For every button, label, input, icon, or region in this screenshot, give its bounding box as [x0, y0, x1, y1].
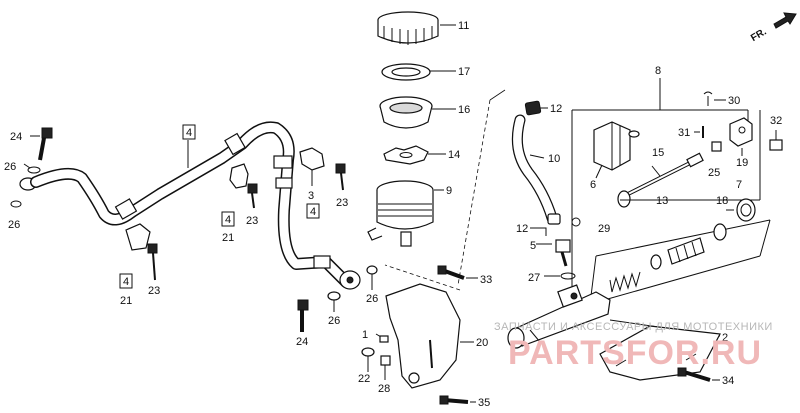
reservoir-diaphragm	[379, 96, 433, 129]
boxed-ref-4-clip-lower: 4	[119, 273, 133, 289]
callout-33: 33	[480, 274, 492, 286]
callout-9: 9	[446, 185, 452, 197]
hose-clip-21-upper	[229, 163, 249, 189]
callout-18: 18	[716, 195, 728, 207]
reservoir-float	[383, 145, 429, 165]
callout-35: 35	[478, 397, 490, 409]
callout-24-lower: 24	[296, 336, 308, 348]
callout-17: 17	[458, 66, 470, 78]
callout-7: 7	[736, 179, 742, 191]
callout-10: 10	[548, 153, 560, 165]
reservoir-cap	[377, 11, 439, 45]
callout-32: 32	[770, 115, 782, 127]
reservoir-cover	[385, 283, 461, 389]
callout-19: 19	[736, 157, 748, 169]
callout-22: 22	[358, 373, 370, 385]
callout-14: 14	[448, 149, 460, 161]
snap-ring-7	[736, 198, 756, 222]
svg-text:4: 4	[186, 127, 192, 139]
hose-clip-21-lower	[125, 223, 151, 251]
bolt-23-right	[335, 163, 346, 191]
piston-seal	[650, 254, 662, 270]
callout-13: 13	[656, 195, 668, 207]
callout-23-upper: 23	[246, 215, 258, 227]
callout-27: 27	[528, 272, 540, 284]
front-arrow-icon	[773, 12, 797, 29]
washer-26-right	[366, 265, 378, 290]
callout-26-mid: 26	[328, 315, 340, 327]
piston	[667, 237, 705, 265]
svg-text:4: 4	[310, 206, 316, 218]
callout-25: 25	[708, 167, 720, 179]
push-rod	[617, 152, 704, 208]
callout-12-upper: 12	[550, 103, 562, 115]
brake-hose	[30, 121, 361, 290]
callout-16: 16	[458, 104, 470, 116]
callout-6: 6	[590, 179, 596, 191]
bolt-24-upper	[38, 127, 53, 161]
callout-26-right: 26	[366, 293, 378, 305]
callout-30: 30	[728, 95, 740, 107]
front-direction-label: FR.	[749, 26, 769, 44]
bolt-23-lower	[147, 243, 158, 281]
callout-23-lower: 23	[148, 285, 160, 297]
union-bolt-5	[555, 217, 581, 267]
callout-26-upper: 26	[4, 161, 16, 173]
master-cylinder	[507, 284, 611, 349]
watermark-brand: PARTSFOR.RU	[508, 334, 762, 372]
washer-26-lower	[10, 200, 22, 208]
callout-8: 8	[655, 65, 661, 77]
callout-15: 15	[652, 147, 664, 159]
joint-clevis	[729, 117, 753, 147]
callout-29: 29	[598, 223, 610, 235]
callout-34: 34	[722, 375, 734, 387]
callout-2: 2	[722, 332, 728, 344]
callout-24-upper: 24	[10, 131, 22, 143]
collar-1	[375, 333, 389, 343]
callout-1: 1	[362, 329, 368, 341]
callout-21-upper: 21	[222, 232, 234, 244]
bolt-33	[437, 265, 465, 280]
washer-27	[560, 272, 576, 280]
nut-28	[380, 355, 391, 380]
washer-26-mid	[327, 291, 341, 312]
washer-26-upper	[27, 166, 41, 174]
boxed-ref-4-clip-upper: 4	[221, 211, 235, 227]
bolt-34	[677, 367, 711, 382]
piston-spring	[609, 271, 641, 293]
callout-3: 3	[308, 190, 314, 202]
callout-26-lower: 26	[8, 219, 20, 231]
callout-20: 20	[476, 337, 488, 349]
callout-21-lower: 21	[120, 295, 132, 307]
callout-12-lower: 12	[516, 223, 528, 235]
callout-28: 28	[378, 383, 390, 395]
boxed-ref-4-guide: 4	[306, 203, 320, 219]
nut-32	[769, 130, 783, 151]
callout-11: 11	[458, 20, 469, 32]
pushrod-boot	[593, 121, 640, 171]
callout-31: 31	[678, 127, 690, 139]
front-direction-arrow: FR.	[749, 12, 797, 44]
grommet-22	[361, 347, 375, 372]
callout-23-right: 23	[336, 197, 348, 209]
clevis-pin	[703, 91, 713, 106]
svg-text:4: 4	[225, 214, 231, 226]
cup-18	[713, 223, 727, 241]
reservoir-body	[367, 180, 434, 247]
bolt-23-upper	[247, 183, 258, 209]
reservoir-plate	[381, 63, 431, 81]
hose-guide-3	[299, 147, 325, 171]
mounting-plate	[599, 325, 721, 381]
watermark-caption: ЗАПЧАСТИ И АКСЕССУАРЫ ДЛЯ МОТОТЕХНИКИ	[494, 321, 773, 333]
bolt-24-lower	[297, 299, 309, 332]
bolt-35	[439, 395, 469, 405]
svg-text:4: 4	[123, 276, 129, 288]
nut-25	[711, 141, 722, 152]
boxed-ref-4-hose: 4	[182, 124, 196, 140]
callout-5: 5	[530, 240, 536, 252]
reservoir-hose	[511, 100, 561, 225]
